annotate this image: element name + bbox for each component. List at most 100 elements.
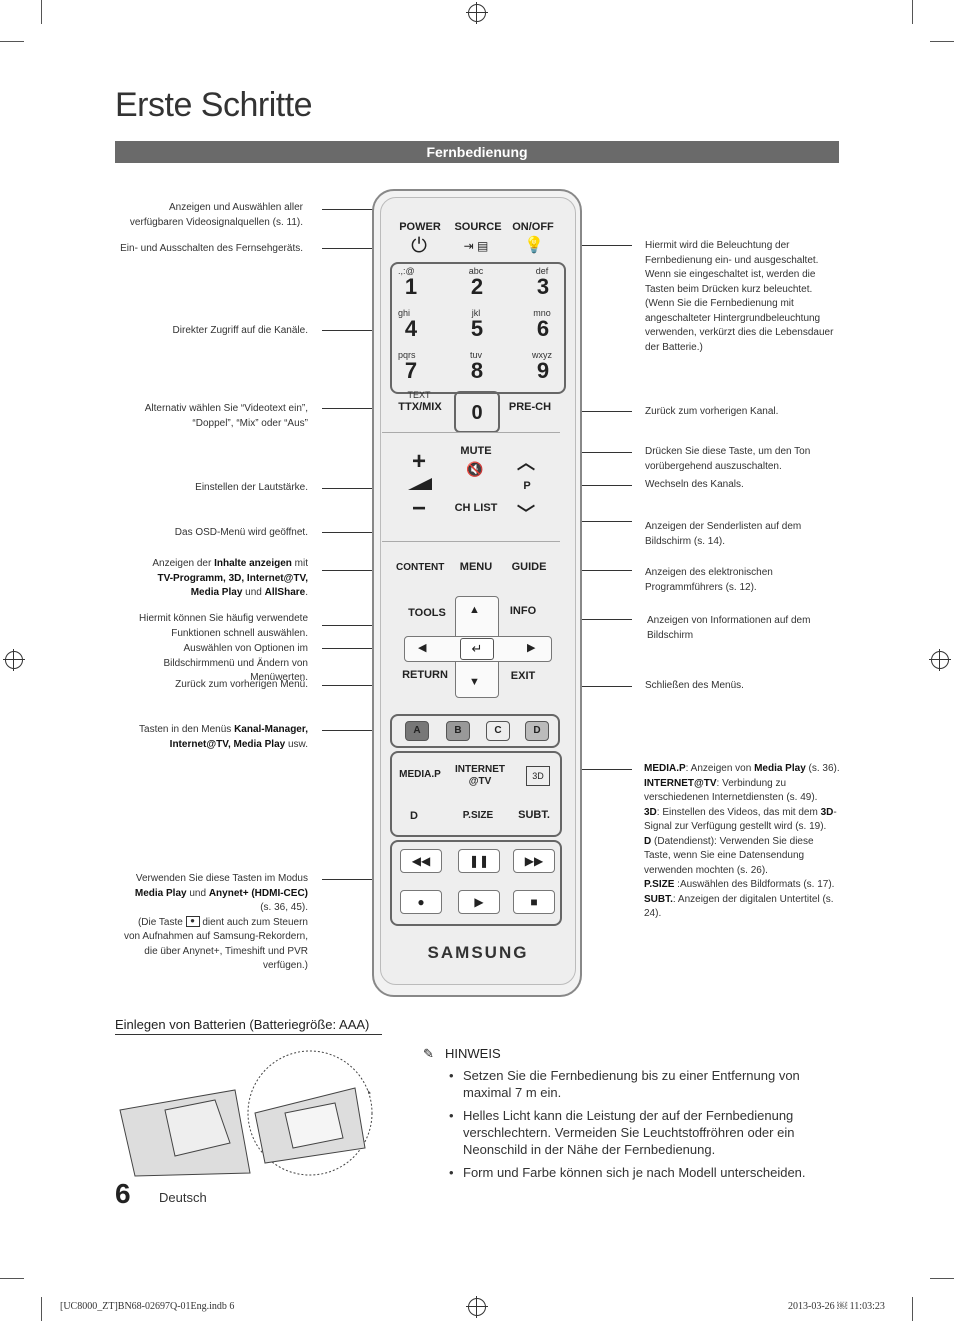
volume-up-icon[interactable]: +: [412, 448, 427, 475]
up-arrow-icon[interactable]: ▲: [469, 604, 480, 616]
right-arrow-icon[interactable]: ▶: [527, 642, 536, 654]
page-number: 6: [115, 1178, 131, 1209]
power-icon[interactable]: ⏻: [411, 235, 427, 257]
annotation-color-buttons: Tasten in den Menüs Kanal-Manager, Inter…: [139, 724, 308, 750]
annotation-tools: Hiermit können Sie häufig verwendete Fun…: [139, 613, 308, 639]
color-buttons-group: [390, 714, 560, 748]
record-button[interactable]: ●: [400, 890, 442, 914]
guide-button[interactable]: GUIDE: [511, 561, 547, 573]
source-icon[interactable]: ⇥ ▤: [463, 239, 489, 253]
function-buttons-group: [390, 751, 562, 837]
annotation-media-buttons: MEDIA.P: Anzeigen von Media Play (s. 36)…: [644, 763, 840, 919]
annotation-digits: Direkter Zugriff auf die Kanäle.: [172, 325, 308, 336]
annotation-prech: Zurück zum vorherigen Kanal.: [645, 406, 779, 417]
crop-mark: [930, 1278, 954, 1279]
prech-button[interactable]: PRE-CH: [508, 401, 552, 413]
media-controls-group: [390, 840, 562, 926]
digit-1-button[interactable]: 1: [404, 274, 418, 299]
battery-illustration: [119, 1050, 373, 1177]
left-arrow-icon[interactable]: ◀: [418, 642, 427, 654]
channel-label: P: [523, 480, 531, 492]
zero-button[interactable]: 0: [454, 391, 500, 433]
button-c[interactable]: C: [486, 721, 510, 741]
button-d[interactable]: D: [525, 721, 549, 741]
crop-mark: [0, 41, 24, 42]
digit-8-button[interactable]: 8: [470, 358, 484, 383]
digit-4-letters: ghi: [398, 308, 411, 318]
digit-2-button[interactable]: 2: [470, 274, 484, 299]
info-button[interactable]: INFO: [509, 605, 537, 617]
digit-5-button[interactable]: 5: [470, 316, 484, 341]
digit-7-button[interactable]: 7: [404, 358, 418, 383]
leader-line: [552, 570, 632, 571]
leader-line: [322, 685, 404, 686]
leader-line: [552, 245, 632, 246]
light-icon[interactable]: 💡: [524, 237, 544, 254]
channel-down-icon[interactable]: ﹀: [517, 504, 535, 524]
digit-3-button[interactable]: 3: [536, 274, 550, 299]
divider: [115, 1034, 382, 1035]
leader-line: [322, 248, 400, 249]
digit-7-letters: pqrs: [398, 350, 416, 360]
leader-line: [540, 485, 632, 486]
content-button[interactable]: CONTENT: [396, 562, 445, 573]
mute-button[interactable]: MUTE: [460, 445, 492, 457]
leader-line: [322, 570, 398, 571]
chlist-button[interactable]: CH LIST: [454, 502, 498, 514]
annotation-source: Anzeigen und Auswählen aller verfügbaren…: [129, 202, 303, 228]
annotation-onoff: Hiermit wird die Beleuchtung der Fernbed…: [645, 240, 834, 353]
3d-icon[interactable]: 3D: [526, 766, 550, 786]
power-label: POWER: [399, 221, 441, 233]
fast-forward-button[interactable]: ▶▶: [513, 849, 555, 873]
enter-button[interactable]: ↵: [460, 638, 494, 660]
ttx-button[interactable]: TTX/MIX: [398, 401, 442, 413]
list-item: •Helles Licht kann die Leistung der auf …: [449, 1108, 795, 1157]
digit-9-letters: wxyz: [532, 350, 552, 360]
annotation-guide: Anzeigen des elektronischen Programmführ…: [645, 567, 773, 593]
pause-button[interactable]: ❚❚: [458, 849, 500, 873]
annotation-content: Anzeigen der Inhalte anzeigen mit TV-Pro…: [152, 558, 308, 598]
leader-line: [322, 408, 400, 409]
leader-line: [322, 730, 392, 731]
annotation-media-controls: Verwenden Sie diese Tasten im Modus Medi…: [124, 873, 308, 971]
subt-button[interactable]: SUBT.: [518, 809, 550, 821]
play-button[interactable]: ▶: [458, 890, 500, 914]
annotation-channel: Wechseln des Kanals.: [645, 479, 744, 490]
onoff-label: ON/OFF: [512, 221, 554, 233]
registration-mark-icon: [929, 649, 951, 671]
digit-1-letters: .,:@: [398, 266, 415, 276]
exit-button[interactable]: EXIT: [510, 670, 536, 682]
stop-button[interactable]: ■: [513, 890, 555, 914]
psize-button[interactable]: P.SIZE: [462, 810, 494, 821]
volume-wedge-icon: [408, 478, 432, 490]
digit-4-button[interactable]: 4: [404, 316, 418, 341]
hint-heading: ✎HINWEIS: [423, 1046, 501, 1061]
tools-button[interactable]: TOOLS: [408, 607, 446, 619]
return-button[interactable]: RETURN: [402, 669, 448, 681]
button-b[interactable]: B: [446, 721, 470, 741]
d-button[interactable]: D: [410, 810, 418, 822]
battery-section-title: Einlegen von Batterien (Batteriegröße: A…: [115, 1017, 370, 1032]
channel-up-icon[interactable]: ︿: [517, 453, 535, 473]
annotation-directional: Auswählen von Optionen im Bildschirmmenü…: [163, 643, 308, 683]
menu-button[interactable]: MENU: [459, 561, 493, 573]
leader-line: [548, 686, 632, 687]
digit-8-letters: tuv: [469, 350, 482, 360]
digit-6-button[interactable]: 6: [536, 316, 550, 341]
mediap-button[interactable]: MEDIA.P: [399, 769, 441, 780]
button-a[interactable]: A: [405, 721, 429, 741]
volume-down-icon[interactable]: −: [412, 495, 427, 522]
down-arrow-icon[interactable]: ▼: [469, 676, 480, 688]
internet-button[interactable]: INTERNET@TV: [455, 764, 505, 787]
digit-3-letters: def: [535, 266, 549, 276]
annotation-mute: Drücken Sie diese Taste, um den Ton vorü…: [645, 446, 811, 472]
digit-9-button[interactable]: 9: [536, 358, 550, 383]
annotation-info: Anzeigen von Informationen auf dem Bilds…: [647, 615, 811, 641]
section-banner: Fernbedienung: [115, 141, 839, 163]
annotation-ttx: Alternativ wählen Sie “Videotext ein”, “…: [144, 403, 308, 429]
crop-mark: [41, 1297, 42, 1321]
list-item: •Setzen Sie die Fernbedienung bis zu ein…: [449, 1068, 800, 1100]
digit-5-letters: jkl: [471, 308, 481, 318]
rewind-button[interactable]: ◀◀: [400, 849, 442, 873]
print-timestamp: 2013-03-26 ￼ 11:03:23: [788, 1301, 885, 1312]
